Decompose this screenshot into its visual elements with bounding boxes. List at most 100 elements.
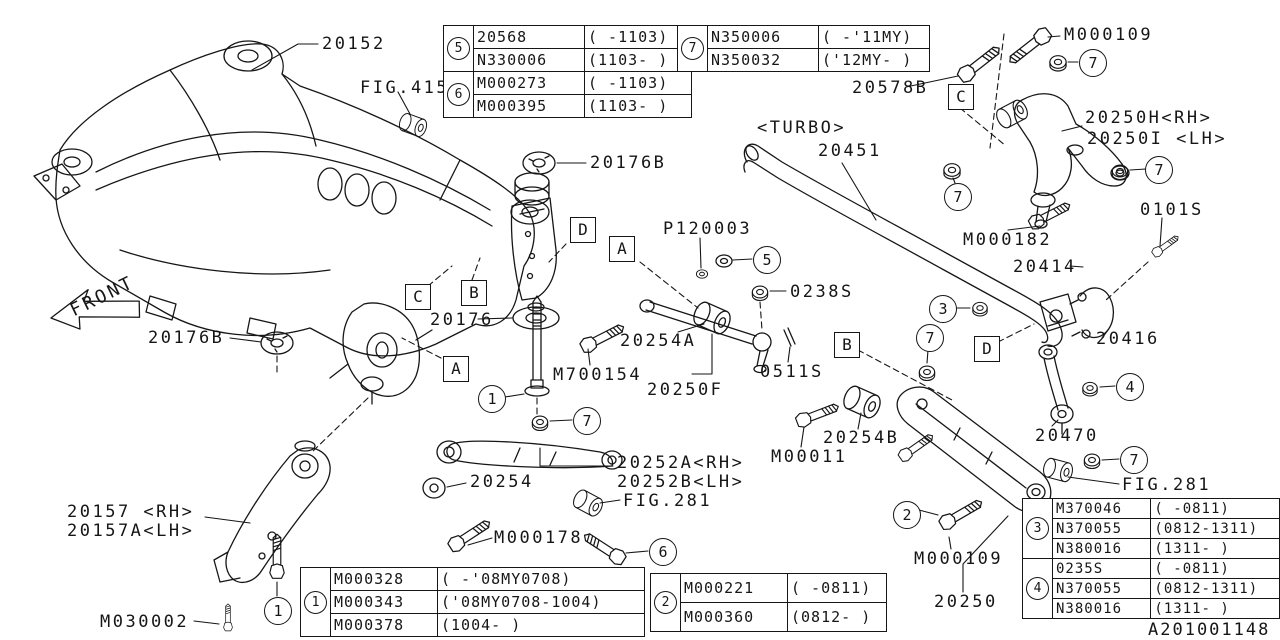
subframe-drawing — [33, 40, 550, 357]
callout-3: 3 — [1026, 517, 1049, 540]
stabilizer-bar-drawing — [743, 143, 1063, 347]
callout-1: 1 — [264, 597, 292, 625]
washer-20176-drawing — [512, 302, 560, 330]
applicability-table-5-6: 5 20568 ( -1103) N330006 (1103- ) 6 M000… — [443, 25, 692, 118]
callout-7: 7 — [1145, 156, 1173, 184]
part-number-cell: M000343 — [330, 590, 438, 614]
part-label-0511s: 0511S — [760, 362, 824, 382]
callout-7: 7 — [573, 407, 601, 435]
part-number-cell: M000273 — [473, 71, 585, 95]
range-cell: ( -'11MY) — [818, 25, 930, 49]
part-label-20252a: 20252A<RH> — [617, 453, 745, 473]
turbo-annotation: <TURBO> — [757, 118, 847, 138]
part-label-20176b-right: 20176B — [590, 153, 667, 173]
part-number-cell: M000328 — [330, 567, 438, 591]
part-number-cell: M000360 — [680, 602, 788, 632]
range-cell: (0812-1311) — [1150, 578, 1280, 599]
part-label-m00011: M00011 — [771, 447, 848, 467]
range-cell: (1311- ) — [1150, 598, 1280, 619]
part-label-m700154: M700154 — [553, 365, 643, 385]
callout-6: 6 — [649, 538, 677, 566]
callout-2: 2 — [654, 591, 677, 614]
part-label-20176b-left: 20176B — [148, 328, 225, 348]
part-label-m030002: M030002 — [100, 612, 190, 632]
callout-cell: 2 — [650, 573, 681, 632]
part-label-m000109-top: M000109 — [1064, 25, 1154, 45]
ref-box-b: B — [461, 280, 487, 306]
bushing-20414-drawing — [1039, 293, 1077, 332]
part-label-0238s: 0238S — [790, 282, 854, 302]
part-number-cell: N370055 — [1051, 518, 1152, 539]
ref-box-c: C — [405, 284, 431, 310]
applicability-table-1: 1 M000328 ( -'08MY0708) M000343 ('08MY07… — [300, 567, 645, 637]
part-label-20157a: 20157A<LH> — [67, 521, 195, 541]
part-label-m000178: M000178 — [494, 528, 584, 548]
part-label-20416: 20416 — [1096, 329, 1160, 349]
callout-5: 5 — [447, 37, 470, 60]
ref-box-d: D — [974, 336, 1000, 362]
range-cell: ( -0811) — [1150, 498, 1280, 519]
callout-4: 4 — [1116, 373, 1144, 401]
ref-box-a: A — [609, 236, 635, 262]
callout-7: 7 — [944, 183, 972, 211]
part-label-m000109-bottom: M000109 — [914, 549, 1004, 569]
part-label-20414: 20414 — [1013, 257, 1077, 277]
part-label-fig281-center: FIG.281 — [623, 491, 713, 511]
ref-box-a: A — [443, 356, 469, 382]
callout-7: 7 — [916, 324, 944, 352]
range-cell: ('08MY0708-1004) — [437, 590, 645, 614]
part-label-20250h: 20250H<RH> — [1085, 108, 1213, 128]
part-label-fig415: FIG.415 — [360, 78, 450, 98]
range-cell: (0812- ) — [787, 602, 887, 632]
part-number-cell: N380016 — [1051, 538, 1152, 559]
bolt-long-vertical — [524, 295, 550, 397]
part-label-fig281-right: FIG.281 — [1122, 475, 1212, 495]
callout-4: 4 — [1026, 577, 1049, 600]
hidden-reference-lines — [276, 33, 1149, 453]
part-label-20451: 20451 — [818, 141, 882, 161]
part-label-20254a: 20254A — [620, 331, 697, 351]
part-label-20254: 20254 — [470, 472, 534, 492]
part-label-20250i: 20250I <LH> — [1087, 129, 1228, 149]
callout-5: 5 — [753, 246, 781, 274]
part-label-0101s: 0101S — [1140, 200, 1204, 220]
callout-cell: 3 — [1022, 498, 1053, 559]
applicability-table-7: 7 N350006 ( -'11MY) N350032 ('12MY- ) — [677, 25, 930, 72]
part-number-cell: N350032 — [707, 48, 819, 72]
range-cell: (1103- ) — [584, 48, 692, 72]
range-cell: ( -'08MY0708) — [437, 567, 645, 591]
callout-7: 7 — [1079, 49, 1107, 77]
callout-3: 3 — [929, 295, 957, 323]
callout-cell: 7 — [677, 25, 708, 72]
part-label-20152: 20152 — [322, 34, 386, 54]
trailing-arm-drawing — [213, 440, 331, 584]
knuckle-housing-drawing — [329, 302, 433, 405]
part-label-20252b: 20252B<LH> — [617, 472, 745, 492]
range-cell: (0812-1311) — [1150, 518, 1280, 539]
callout-cell: 5 — [443, 25, 474, 72]
range-cell: ( -1103) — [584, 25, 692, 49]
part-number-cell: N380016 — [1051, 598, 1152, 619]
ref-box-c: C — [948, 84, 974, 110]
link-20250f-drawing — [639, 299, 796, 374]
ref-box-d: D — [570, 217, 596, 243]
part-number-cell: N370055 — [1051, 578, 1152, 599]
part-number-cell: N350006 — [707, 25, 819, 49]
part-label-20157: 20157 <RH> — [67, 502, 195, 522]
part-label-p120003: P120003 — [663, 219, 753, 239]
callout-1: 1 — [304, 590, 327, 614]
callout-6: 6 — [447, 83, 470, 106]
part-label-20578b: 20578B — [852, 78, 929, 98]
lower-arm-drawing — [896, 386, 1052, 513]
part-label-20176: 20176 — [430, 310, 494, 330]
part-number-cell: N330006 — [473, 48, 585, 72]
drawing-number: A201001148 — [1148, 620, 1271, 640]
leader-lines — [193, 35, 1163, 625]
ref-box-b: B — [834, 332, 860, 358]
applicability-table-3-4: 3 M370046 ( -0811) N370055 (0812-1311) N… — [1022, 498, 1280, 619]
clamp-20416-drawing — [1069, 287, 1115, 339]
part-label-20254b: 20254B — [823, 428, 900, 448]
part-number-cell: 0235S — [1051, 558, 1152, 579]
callout-7: 7 — [681, 37, 704, 60]
